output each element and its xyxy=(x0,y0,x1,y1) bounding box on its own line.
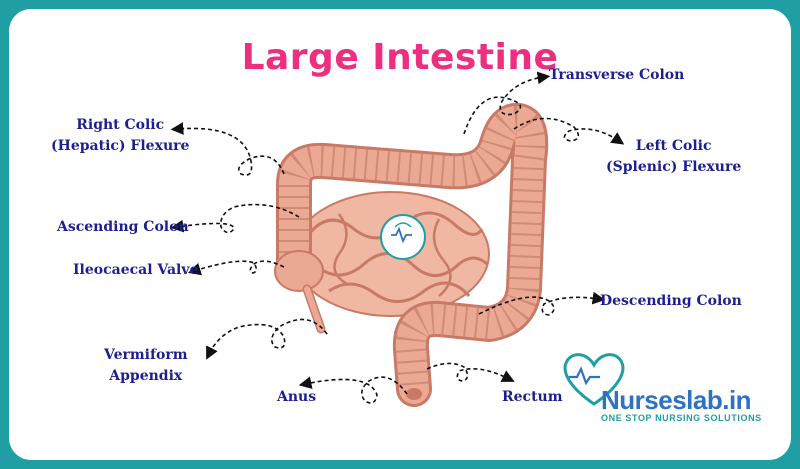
brand-name: Nurseslab.in xyxy=(601,385,752,415)
brand-logo-mark xyxy=(563,353,625,406)
arrow-transverse-colon xyxy=(463,71,551,135)
arrow-ascending-colon xyxy=(170,203,300,234)
intestine-illustration xyxy=(170,71,625,407)
large-intestine xyxy=(274,102,549,407)
label-rectum: Rectum xyxy=(502,389,563,405)
label-vermiform-line2: Appendix xyxy=(109,368,183,384)
label-right-colic-line1: Right Colic xyxy=(76,117,165,133)
arrow-descending-colon xyxy=(478,291,606,316)
arrow-rectum xyxy=(426,362,515,382)
label-left-colic-line1: Left Colic xyxy=(635,138,712,154)
label-transverse-colon: Transverse Colon xyxy=(549,67,685,83)
arrow-right-colic xyxy=(170,122,285,176)
arrow-ileocaecal-valve xyxy=(187,260,285,276)
label-vermiform-line1: Vermiform xyxy=(104,347,188,363)
diagram-card: Large Intestine xyxy=(9,9,791,460)
arrow-vermiform-appendix xyxy=(206,318,328,360)
label-left-colic-line2: (Splenic) Flexure xyxy=(606,159,742,175)
label-right-colic-flexure: Right Colic (Hepatic) Flexure xyxy=(51,115,189,157)
brand-tagline: ONE STOP NURSING SOLUTIONS xyxy=(601,413,762,423)
connector-arrows xyxy=(170,71,625,404)
arrow-left-colic xyxy=(513,117,625,145)
arrow-anus xyxy=(298,376,408,404)
label-left-colic-flexure: Left Colic (Splenic) Flexure xyxy=(606,136,741,178)
label-anus: Anus xyxy=(277,389,317,405)
diagram-title: Large Intestine xyxy=(241,37,559,78)
label-descending-colon: Descending Colon xyxy=(600,293,742,309)
label-vermiform-appendix: Vermiform Appendix xyxy=(104,345,188,387)
label-ileocaecal-valve: Ileocaecal Valve xyxy=(73,262,199,278)
label-ascending-colon: Ascending Colon xyxy=(57,219,189,235)
label-right-colic-line2: (Hepatic) Flexure xyxy=(51,138,190,154)
watermark-logo xyxy=(380,214,426,260)
